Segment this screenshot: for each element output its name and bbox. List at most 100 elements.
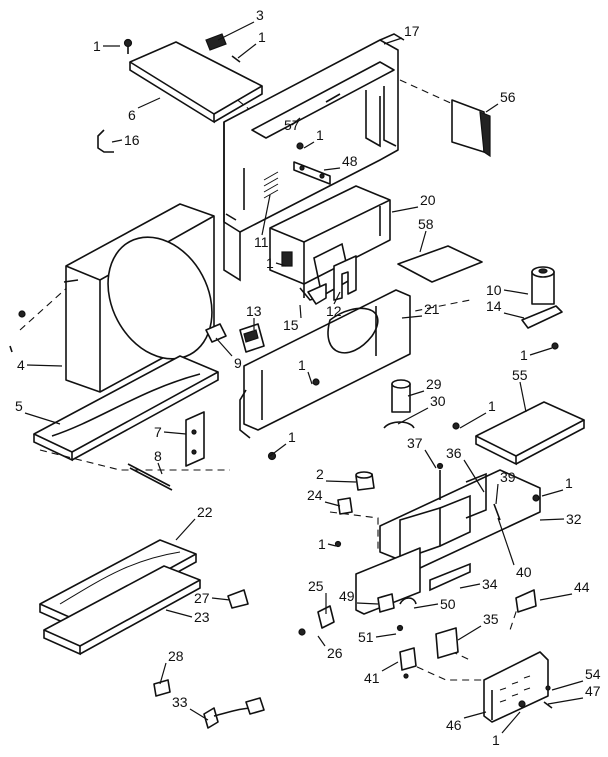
callout-leader-c9 [215,337,233,357]
part-number-label: 1 [520,347,528,363]
part-number-label: 23 [194,609,210,625]
part-number-label: 1 [318,536,326,552]
callout-leader-c2 [325,480,357,483]
filter-pad [451,99,491,158]
callout-leader-c3 [217,21,255,41]
part-number-label: 40 [516,564,532,580]
part-number-label: 10 [486,282,502,298]
gasket-sheet [397,245,483,283]
part-number-label: 24 [307,487,323,503]
part-number-label: 1 [288,429,296,445]
blower-housing [269,185,391,301]
callout-leader-c37 [424,449,437,469]
power-cord-parts [153,679,265,729]
callout-leader-c33 [189,708,209,721]
callout-leader-c44 [539,593,573,601]
callout-leader-c20 [391,206,419,213]
motor-bracket [307,255,357,305]
callout-leader-c1f [307,371,313,385]
part-number-label: 14 [486,298,502,314]
callout-leader-c1h [269,443,287,457]
part-number-label: 16 [124,132,140,148]
control-panel-board [483,651,553,723]
part-number-label: 39 [500,469,516,485]
float-assembly [383,379,460,430]
capacitor-clip [205,323,265,353]
callout-leader-c1e [529,347,553,356]
part-number-label: 25 [308,578,324,594]
callout-leader-c30 [397,407,429,425]
top-cover-plate [123,33,263,124]
part-number-label: 1 [258,29,266,45]
part-number-label: 1 [488,398,496,414]
callout-leader-c1b [237,43,257,59]
callout-leader-c5 [24,412,61,425]
run-capacitor [521,266,563,350]
callout-leader-c1i [541,489,564,497]
base-rail [33,355,219,462]
part-number-label: 6 [128,107,136,123]
part-number-label: 8 [154,448,162,464]
callout-leader-c32 [539,518,565,521]
callout-leader-c7 [163,431,187,435]
callout-leader-c29 [407,390,425,397]
switch-knob [334,471,375,548]
callout-leader-c21 [401,315,423,319]
callout-leader-c24 [324,501,341,507]
callout-leader-c6 [137,97,161,109]
callout-leader-c35 [457,625,482,641]
part-number-label: 4 [17,357,25,373]
callout-leader-c1g [459,412,487,429]
part-number-label: 30 [430,393,446,409]
part-number-label: 21 [424,301,440,317]
part-number-label: 7 [154,424,162,440]
part-number-label: 37 [407,435,423,451]
part-number-label: 50 [440,596,456,612]
callout-leader-c55 [519,381,527,413]
control-cover [475,401,585,466]
callout-leader-c46 [463,711,487,719]
callout-leader-c39 [495,483,499,505]
part-number-label: 58 [418,216,434,232]
part-number-label: 2 [316,466,324,482]
callout-leader-c16 [111,139,123,143]
part-number-label: 54 [585,666,601,682]
callout-leader-c56 [485,103,499,113]
callout-leader-c23 [165,609,193,618]
small-hardware [298,593,417,636]
callout-leader-c8 [157,462,163,475]
callout-leader-c11 [261,194,271,236]
part-number-label: 56 [500,89,516,105]
callout-leader-c28 [159,662,167,685]
part-number-label: 55 [512,367,528,383]
callout-leader-c1d [275,262,287,267]
callout-leader-c1k [501,711,521,734]
part-number-label: 36 [446,445,462,461]
part-number-label: 1 [492,732,500,748]
callout-leader-c27 [211,597,231,601]
control-box [355,462,541,615]
callout-leader-c17 [383,37,403,45]
callout-leader-c4 [26,364,63,367]
callout-leader-c26 [317,635,326,647]
part-number-label: 46 [446,717,462,733]
orifice-panel [239,289,411,461]
callout-leader-c1c [303,141,315,149]
part-number-label: 51 [358,629,374,645]
part-number-label: 26 [327,645,343,661]
callout-leader-c57 [291,117,301,126]
part-number-label: 28 [168,648,184,664]
part-number-label: 57 [284,117,300,133]
callout-leader-c40 [497,517,515,566]
part-number-label: 11 [254,234,269,250]
part-number-label: 44 [574,579,590,595]
part-number-label: 20 [420,192,436,208]
callout-leader-c41 [381,661,399,672]
retaining-clip [97,129,114,153]
part-number-label: 22 [197,504,213,520]
part-number-label: 15 [283,317,299,333]
part-number-label: 1 [316,127,324,143]
part-number-label: 9 [234,355,242,371]
